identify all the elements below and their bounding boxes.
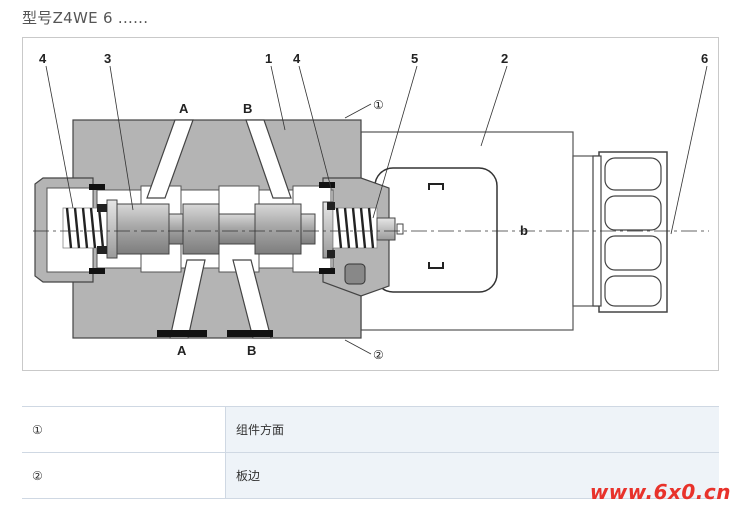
ports-top <box>146 119 292 199</box>
control-spool <box>110 203 316 255</box>
legend-row: ② 板边 <box>22 452 719 499</box>
label-5: 5 <box>411 51 418 66</box>
ports-bottom <box>157 259 273 339</box>
circled-1-marker: ① <box>373 98 384 112</box>
port-a-bottom-label: A <box>177 343 187 358</box>
legend-table: ① 组件方面 ② 板边 <box>22 406 719 499</box>
legend-symbol: ② <box>22 452 226 499</box>
solenoid-housing <box>360 131 600 331</box>
legend-symbol: ① <box>22 406 226 453</box>
label-4-left: 4 <box>39 51 47 66</box>
plug-connector <box>592 151 668 313</box>
spring-left <box>62 199 118 259</box>
page-title: 型号Z4WE 6 ...... <box>22 9 149 27</box>
legend-row: ① 组件方面 <box>22 406 719 453</box>
valve-diagram: 4 3 1 4 5 2 6 A B A B b ① ② <box>22 37 719 371</box>
label-4-right: 4 <box>293 51 301 66</box>
label-1: 1 <box>265 51 272 66</box>
label-3: 3 <box>104 51 111 66</box>
spring-right <box>322 201 378 259</box>
site-watermark: www.6x0.cn <box>589 480 731 504</box>
port-b-top-label: B <box>243 101 252 116</box>
valve-cross-section: 4 3 1 4 5 2 6 A B A B b ① ② <box>33 51 709 362</box>
axis-b-label: b <box>520 223 528 238</box>
push-pin <box>344 217 404 285</box>
legend-text: 板边 <box>225 452 719 499</box>
circled-2-marker: ② <box>373 348 384 362</box>
legend-text: 组件方面 <box>225 406 719 453</box>
port-a-top-label: A <box>179 101 189 116</box>
leader-lines <box>45 65 708 355</box>
label-6: 6 <box>701 51 708 66</box>
label-2: 2 <box>501 51 508 66</box>
port-b-bottom-label: B <box>247 343 256 358</box>
